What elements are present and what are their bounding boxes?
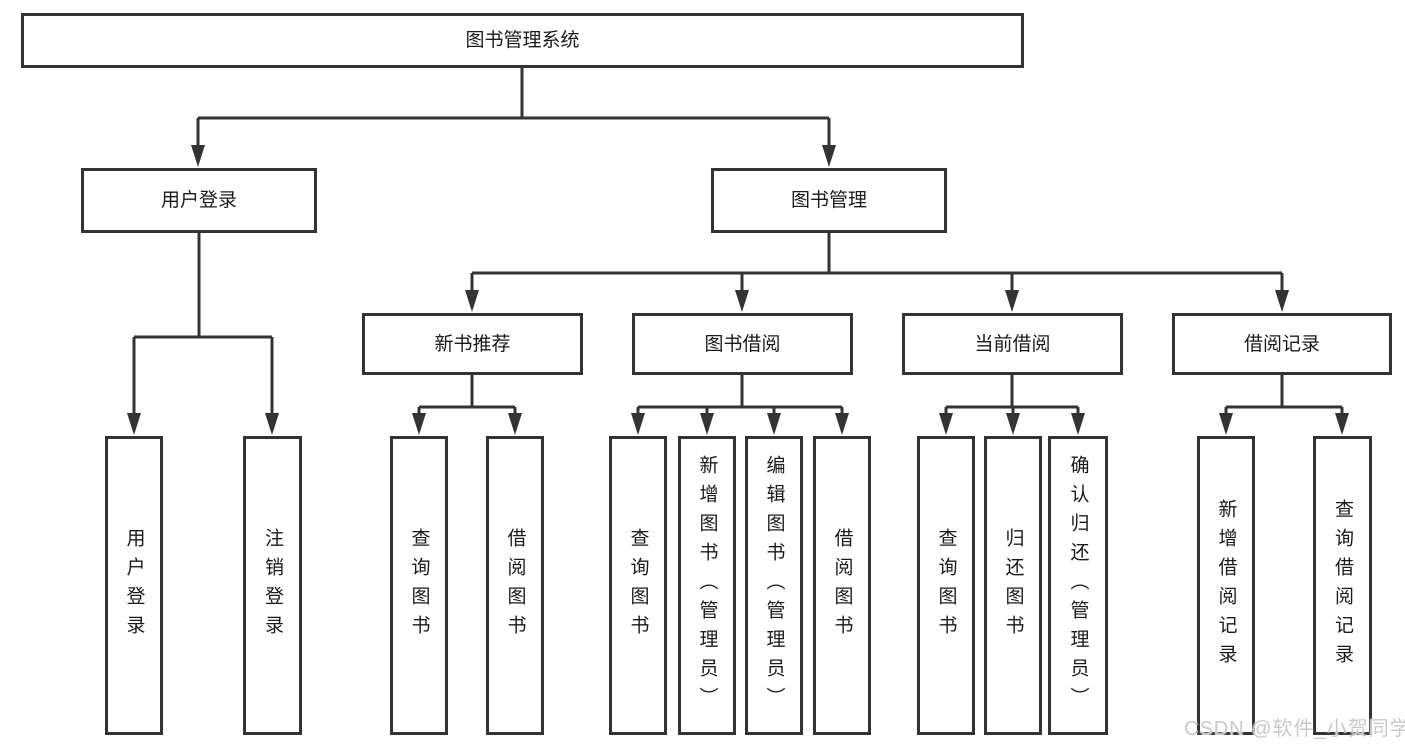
- leaf-edit-books-admin: 编辑图书（管理员）: [745, 436, 803, 735]
- leaf-add-borrow-record: 新增借阅记录: [1197, 436, 1255, 735]
- node-current-borrow: 当前借阅: [902, 313, 1123, 375]
- leaf-user-login: 用户登录: [105, 436, 163, 735]
- node-book-management: 图书管理: [711, 168, 947, 233]
- leaf-recommend-borrow-books: 借阅图书: [486, 436, 544, 735]
- node-book-borrow: 图书借阅: [632, 313, 853, 375]
- leaf-recommend-query-books: 查询图书: [390, 436, 448, 735]
- leaf-current-query-books: 查询图书: [917, 436, 975, 735]
- leaf-confirm-return-admin: 确认归还（管理员）: [1048, 436, 1108, 735]
- node-borrow-records: 借阅记录: [1172, 313, 1392, 375]
- node-new-book-recommend: 新书推荐: [362, 313, 583, 375]
- leaf-add-books-admin: 新增图书（管理员）: [678, 436, 736, 735]
- leaf-return-books: 归还图书: [984, 436, 1042, 735]
- node-user-login: 用户登录: [81, 168, 317, 233]
- leaf-query-borrow-record: 查询借阅记录: [1313, 436, 1372, 735]
- leaf-borrow-query-books: 查询图书: [609, 436, 667, 735]
- csdn-watermark: CSDN @软件_小贺同学: [1184, 718, 1405, 740]
- leaf-logout: 注销登录: [243, 436, 302, 735]
- leaf-borrow-books: 借阅图书: [813, 436, 871, 735]
- node-root-system: 图书管理系统: [21, 13, 1024, 68]
